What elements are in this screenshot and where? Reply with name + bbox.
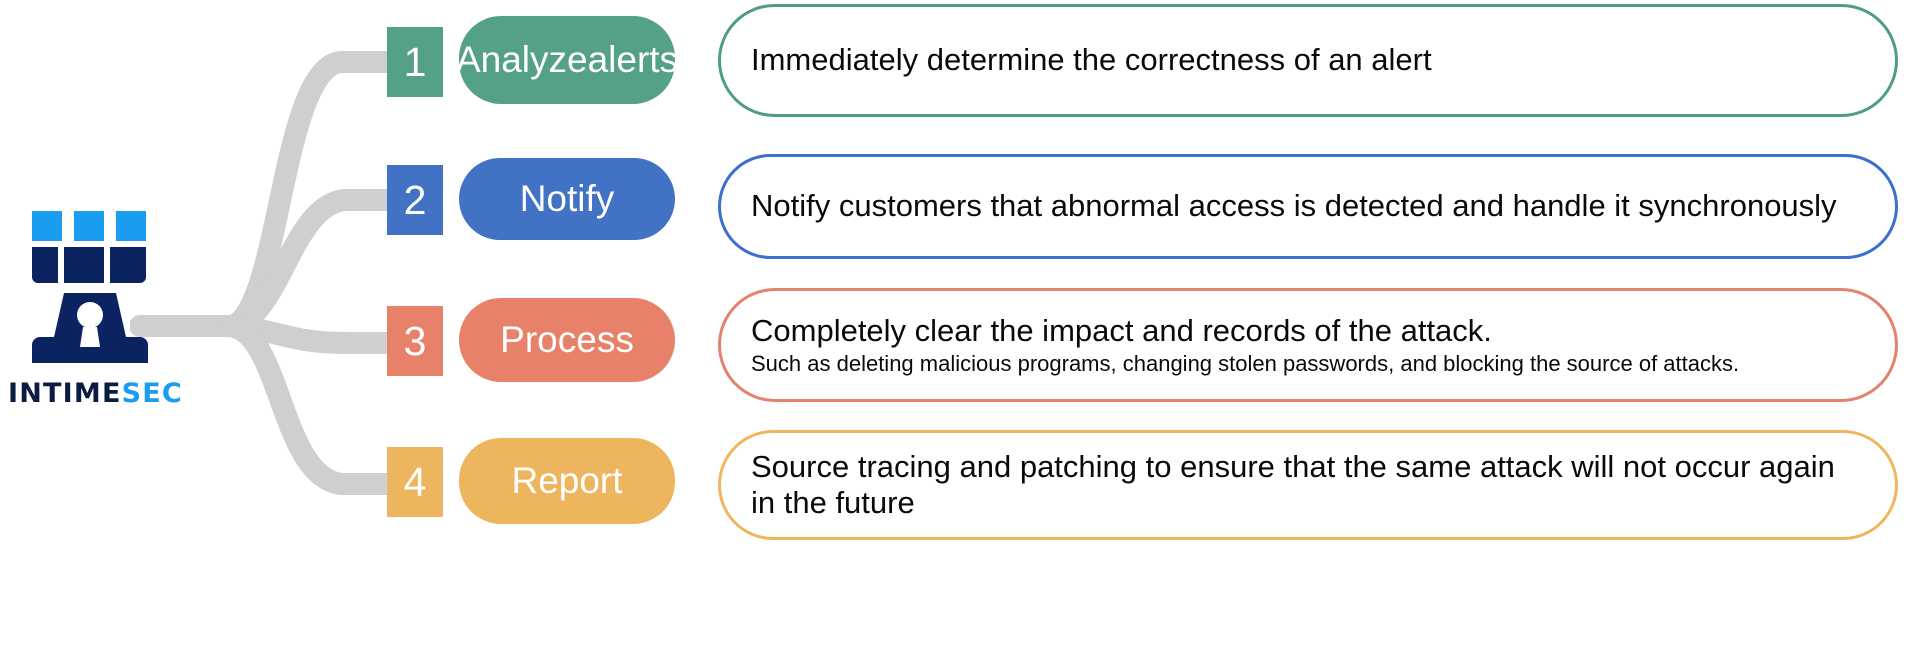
step-description-text-3: Completely clear the impact and records … <box>751 312 1492 348</box>
logo-text-accent: SEC <box>121 378 183 409</box>
step-description-text-1: Immediately determine the correctness of… <box>751 42 1432 78</box>
step-title-line2-1: alerts <box>587 39 679 81</box>
step-row-1: 1 Analyze alerts Immediately determine t… <box>0 0 1920 140</box>
step-title-pill-4[interactable]: Report <box>459 438 675 524</box>
step-title-pill-1[interactable]: Analyze alerts <box>455 16 679 104</box>
step-number-badge-3[interactable]: 3 <box>387 306 443 376</box>
step-description-box-2: Notify customers that abnormal access is… <box>718 154 1898 259</box>
step-title-line1-3: Process <box>500 319 634 361</box>
brand-logo: INTIMESEC <box>8 205 182 425</box>
step-row-4: 4 Report Source tracing and patching to … <box>0 423 1920 563</box>
step-title-pill-2[interactable]: Notify <box>459 158 675 240</box>
step-title-line1-2: Notify <box>519 178 615 220</box>
step-description-subtext-3: Such as deleting malicious programs, cha… <box>751 351 1740 377</box>
step-number-badge-4[interactable]: 4 <box>387 447 443 517</box>
step-number-badge-1[interactable]: 1 <box>387 27 443 97</box>
connector-branches <box>130 51 401 495</box>
step-description-text-2: Notify customers that abnormal access is… <box>751 188 1837 224</box>
step-row-2: 2 Notify Notify customers that abnormal … <box>0 140 1920 280</box>
step-number-badge-2[interactable]: 2 <box>387 165 443 235</box>
connector-branch-4 <box>219 315 401 495</box>
logo-text-primary: INTIME <box>8 378 122 409</box>
logo-wordmark: INTIMESEC <box>8 377 182 411</box>
step-description-box-3: Completely clear the impact and records … <box>718 288 1898 402</box>
step-description-box-1: Immediately determine the correctness of… <box>718 4 1898 117</box>
step-title-line1-1: Analyze <box>455 39 588 81</box>
step-row-3: 3 Process Completely clear the impact an… <box>0 282 1920 422</box>
fortress-shield-icon <box>32 211 148 363</box>
step-description-box-4: Source tracing and patching to ensure th… <box>718 430 1898 540</box>
step-title-line1-4: Report <box>511 460 623 502</box>
step-title-pill-3[interactable]: Process <box>459 298 675 382</box>
step-description-text-4: Source tracing and patching to ensure th… <box>751 448 1835 520</box>
